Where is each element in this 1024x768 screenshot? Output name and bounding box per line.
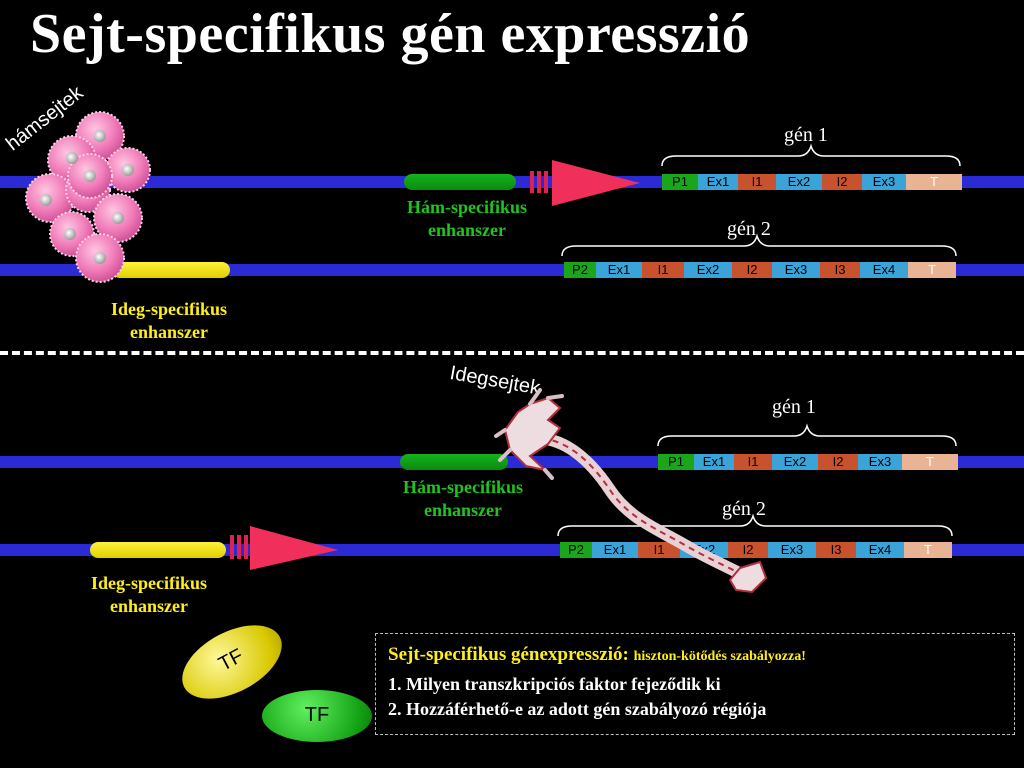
info-box: Sejt-specifikus génexpresszió: hiszton-k…	[375, 633, 1015, 735]
gene-segment-i2: I2	[818, 454, 858, 470]
gene2-label-bottom: gén 2	[722, 498, 766, 520]
activation-arrow-icon	[530, 160, 640, 206]
gene1-label-bottom: gén 1	[772, 396, 816, 418]
green-enhancer-bottom	[400, 454, 508, 470]
yellow-enhancer-label-bottom: Ideg-specifikus enhanszer	[90, 573, 207, 616]
gene-segment-i1: I1	[734, 454, 772, 470]
activation-arrow-icon	[230, 526, 338, 570]
gene-segment-i1: I1	[642, 262, 684, 278]
gene-segment-ex1: Ex1	[698, 174, 738, 190]
gene-segment-t: T	[902, 454, 958, 470]
gene2-label-top: gén 2	[727, 218, 771, 240]
gene-segment-p1: P1	[658, 454, 694, 470]
gene-segment-ex4: Ex4	[860, 262, 908, 278]
gene-segment-i2: I2	[822, 174, 862, 190]
gene1-label-top: gén 1	[784, 124, 828, 146]
gene-segment-p2: P2	[560, 542, 592, 558]
yellow-enhancer-bottom	[90, 542, 226, 558]
gene-segment-ex3: Ex3	[862, 174, 906, 190]
gene-segment-ex1: Ex1	[592, 542, 638, 558]
info-line-1: 1. Milyen transzkripciós faktor fejeződi…	[388, 674, 721, 694]
gene-segment-ex2: Ex2	[776, 174, 822, 190]
gene-segment-i1: I1	[738, 174, 776, 190]
gene-segment-i2: I2	[732, 262, 772, 278]
neuron-icon	[494, 388, 768, 594]
gene-segment-i1: I1	[638, 542, 680, 558]
gene-segment-ex3: Ex3	[772, 262, 820, 278]
info-line-2: 2. Hozzáférhető-e az adott gén szabályoz…	[388, 699, 767, 719]
gene-segment-i2: I2	[728, 542, 768, 558]
yellow-enhancer-label-top: Ideg-specifikus enhanszer	[110, 299, 227, 342]
page-title: Sejt-specifikus gén expresszió	[30, 3, 751, 65]
green-enhancer-label-top: Hám-specifikus enhanszer	[406, 197, 527, 240]
yellow-enhancer-top	[112, 262, 230, 278]
gene-segment-ex2: Ex2	[684, 262, 732, 278]
gene-segment-ex4: Ex4	[856, 542, 904, 558]
gene-segment-ex1: Ex1	[694, 454, 734, 470]
gene-segment-t: T	[904, 542, 952, 558]
gene-segment-t: T	[908, 262, 956, 278]
tf-green: TF	[262, 690, 372, 742]
brace-gene1-top	[661, 143, 961, 167]
green-enhancer-top	[404, 174, 516, 190]
gene-segment-ex3: Ex3	[768, 542, 816, 558]
panel-divider	[0, 351, 1024, 355]
brace-gene2-bottom	[557, 513, 953, 537]
gene-segment-p2: P2	[564, 262, 596, 278]
gene-segment-i3: I3	[816, 542, 856, 558]
gene-segment-ex1: Ex1	[596, 262, 642, 278]
cell-nuclei	[40, 130, 134, 264]
brace-gene1-bottom	[657, 423, 957, 447]
gene-segment-ex2: Ex2	[772, 454, 818, 470]
gene-segment-p1: P1	[662, 174, 698, 190]
gene-segment-t: T	[906, 174, 962, 190]
info-heading: Sejt-specifikus génexpresszió: hiszton-k…	[388, 644, 806, 665]
gene-segment-i3: I3	[820, 262, 860, 278]
brace-gene2-top	[561, 233, 957, 257]
green-enhancer-label-bottom: Hám-specifikus enhanszer	[402, 477, 523, 520]
gene-segment-ex3: Ex3	[858, 454, 902, 470]
